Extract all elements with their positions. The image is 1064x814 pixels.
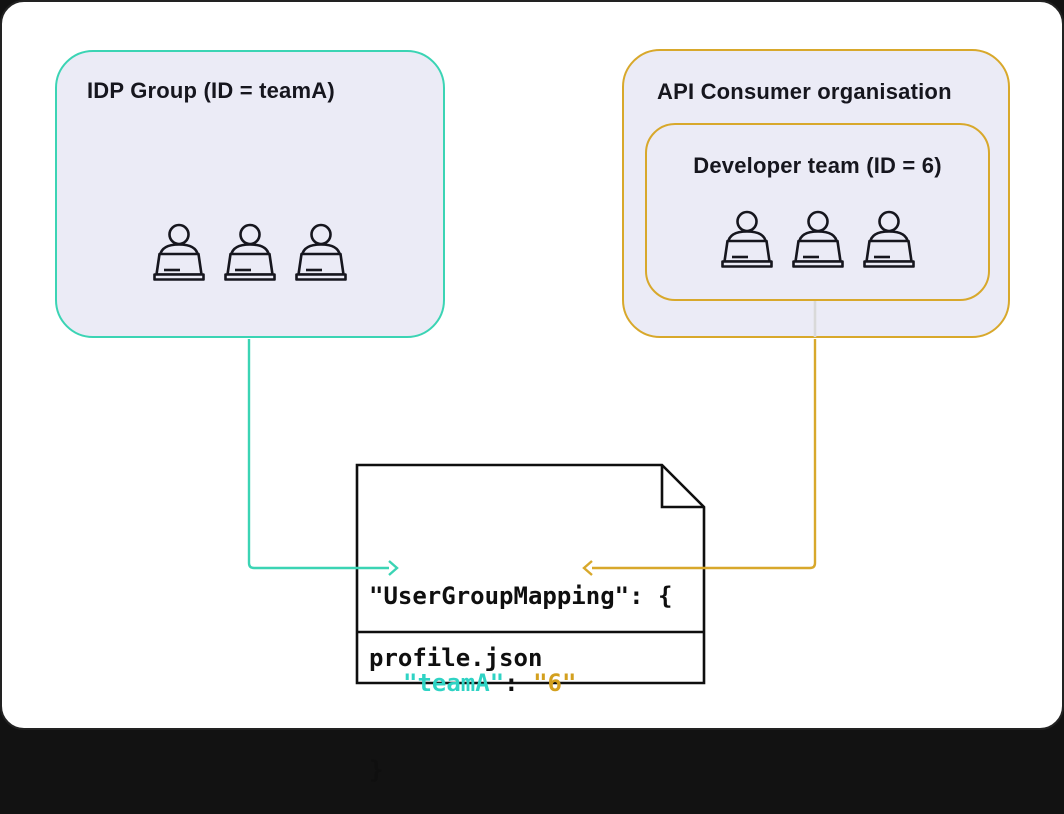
code-line-open: "UserGroupMapping": { [369, 582, 673, 610]
person-at-laptop-icon [862, 210, 916, 272]
idp-group-title: IDP Group (ID = teamA) [87, 78, 335, 103]
person-at-laptop-icon [294, 223, 348, 285]
developer-team-title: Developer team (ID = 6) [693, 153, 942, 178]
mapping-key: "teamA" [403, 669, 505, 697]
mapping-separator: : [504, 669, 534, 697]
document-filename: profile.json [369, 643, 543, 672]
developer-team-box: Developer team (ID = 6) [645, 123, 990, 301]
idp-group-box: IDP Group (ID = teamA) [55, 50, 445, 338]
idp-group-members [57, 223, 443, 285]
person-at-laptop-icon [152, 223, 206, 285]
mapping-value: "6" [533, 669, 577, 697]
code-line-mapping: "teamA": "6" [369, 669, 672, 698]
person-at-laptop-icon [223, 223, 277, 285]
api-consumer-org-box: API Consumer organisation Developer team… [622, 49, 1010, 338]
developer-team-members [647, 210, 988, 272]
code-line-close: } [369, 756, 384, 784]
person-at-laptop-icon [720, 210, 774, 272]
api-consumer-org-title: API Consumer organisation [657, 79, 952, 104]
person-at-laptop-icon [791, 210, 845, 272]
